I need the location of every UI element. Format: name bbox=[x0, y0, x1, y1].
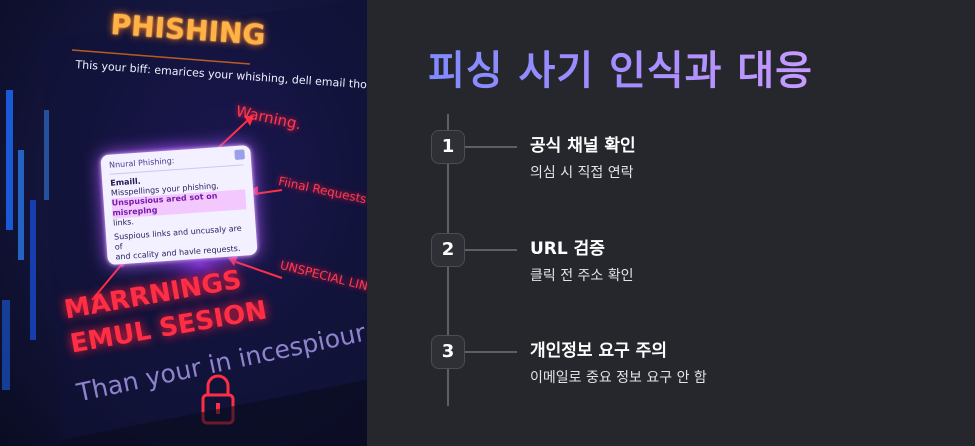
step-title: URL 검증 bbox=[530, 239, 605, 259]
step-description: 클릭 전 주소 확인 bbox=[530, 268, 634, 284]
step-2: 2 URL 검증 클릭 전 주소 확인 bbox=[431, 233, 831, 293]
step-description: 이메일로 중요 정보 요구 안 함 bbox=[530, 370, 707, 386]
step-3: 3 개인정보 요구 주의 이메일로 중요 정보 요구 안 함 bbox=[431, 335, 831, 395]
step-connector bbox=[465, 146, 517, 148]
step-title: 공식 채널 확인 bbox=[530, 136, 636, 156]
page-title: 피싱 사기 인식과 대응 bbox=[428, 38, 813, 96]
step-number-badge: 2 bbox=[431, 233, 465, 267]
close-icon bbox=[234, 149, 245, 160]
email-card: Nnural Phishing: Emaill. Misspellings yo… bbox=[100, 144, 258, 266]
step-description: 의심 시 직접 연락 bbox=[530, 165, 634, 181]
step-number-badge: 1 bbox=[431, 130, 465, 164]
email-card-header-text: Nnural Phishing: bbox=[108, 156, 175, 170]
step-connector bbox=[465, 351, 517, 353]
step-connector bbox=[465, 249, 517, 251]
phishing-illustration: PHISHING This your biff: emarices your w… bbox=[0, 0, 367, 446]
step-title: 개인정보 요구 주의 bbox=[530, 341, 667, 361]
step-1: 1 공식 채널 확인 의심 시 직접 연락 bbox=[431, 130, 831, 190]
step-number-badge: 3 bbox=[431, 335, 465, 369]
